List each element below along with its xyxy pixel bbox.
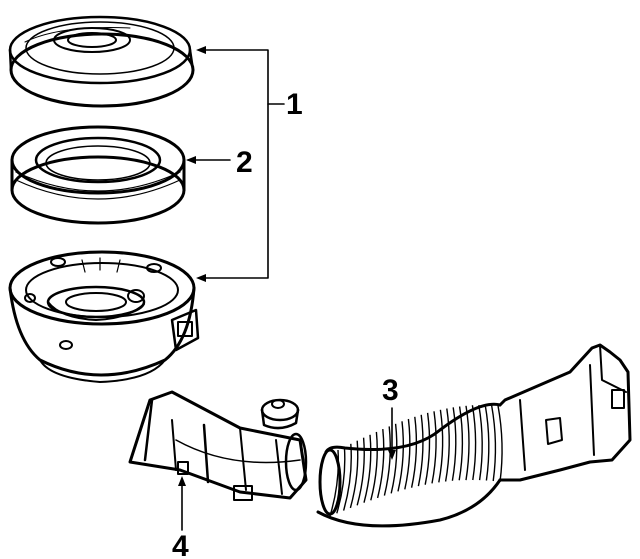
air-cleaner-lid[interactable] [8, 15, 195, 108]
hose-rib [349, 440, 359, 509]
hose-rib [370, 431, 378, 501]
hose-rib [336, 446, 346, 514]
hose-rib [383, 426, 391, 496]
hose-rib [431, 411, 437, 484]
hose-rib [417, 414, 424, 487]
hose-rib [490, 405, 497, 482]
callout-2: 2 [236, 146, 253, 179]
hose-rib [376, 429, 385, 499]
intake-adapter[interactable] [128, 390, 308, 501]
hose-rib [329, 449, 339, 517]
hose-rib [397, 421, 405, 492]
hose-rib [478, 404, 483, 481]
hose-rib [424, 412, 431, 485]
hose-rib [356, 437, 365, 506]
hose-rib [451, 407, 457, 481]
hose-rib [342, 443, 352, 511]
hose-rib [404, 418, 411, 490]
hose-rib [458, 406, 464, 481]
callout-1: 1 [286, 88, 303, 121]
hose-rib [444, 408, 450, 482]
hose-rib [438, 409, 444, 483]
leader-lines [178, 46, 396, 531]
air-cleaner-housing[interactable] [8, 250, 200, 383]
hose-rib [465, 405, 470, 481]
air-filter-element[interactable] [10, 125, 186, 225]
callout-4: 4 [172, 530, 189, 559]
hose-rib [410, 416, 418, 488]
hose-rib [497, 405, 503, 482]
hose-rib [390, 423, 398, 494]
callout-3: 3 [382, 374, 399, 407]
hose-rib [363, 434, 372, 503]
hose-rib [471, 405, 477, 481]
hose-rib [484, 404, 490, 481]
intake-duct[interactable] [316, 343, 632, 528]
